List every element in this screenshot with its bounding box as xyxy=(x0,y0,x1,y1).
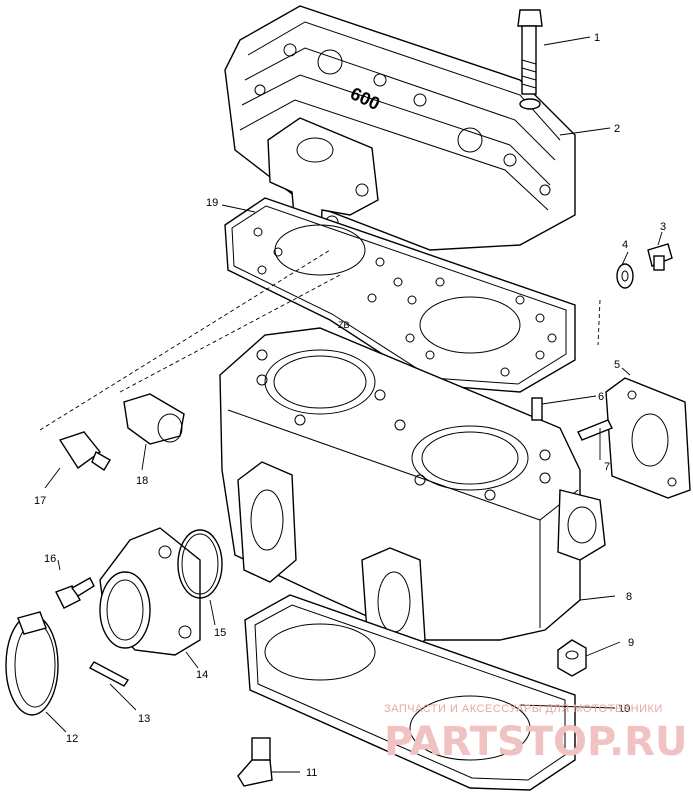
callout-2: 2 xyxy=(614,123,620,135)
callout-11: 11 xyxy=(306,767,317,779)
callout-13: 13 xyxy=(138,713,150,725)
callout-3: 3 xyxy=(660,221,666,233)
leader-lines xyxy=(39,36,663,773)
callout-12: 12 xyxy=(66,733,78,745)
thermostat xyxy=(123,393,185,445)
callout-6: 6 xyxy=(598,391,604,403)
head-gasket: ZB xyxy=(224,197,576,393)
gasket-marking: ZB xyxy=(338,320,350,330)
watermark: ЗАПЧАСТИ И АКСЕССУАРЫ ДЛЯ МОТОТЕХНИКИ PA… xyxy=(384,703,687,765)
manifold-stud xyxy=(88,661,130,687)
callout-16: 16 xyxy=(44,553,56,565)
intake-manifold xyxy=(99,527,201,656)
bleed-screw xyxy=(647,243,673,271)
exhaust-stud xyxy=(577,419,613,441)
callout-5: 5 xyxy=(614,359,620,371)
o-ring xyxy=(177,529,223,599)
callout-19: 19 xyxy=(206,197,218,209)
base-gasket xyxy=(244,594,576,791)
watermark-tagline: ЗАПЧАСТИ И АКСЕССУАРЫ ДЛЯ МОТОТЕХНИКИ xyxy=(384,703,663,715)
temperature-sensor xyxy=(58,431,111,471)
callout-10: 10 xyxy=(618,703,630,715)
sealing-washer xyxy=(616,263,634,289)
callout-1: 1 xyxy=(594,32,600,44)
watermark-logo: PARTSTOP.RU xyxy=(384,719,687,765)
callout-9: 9 xyxy=(628,637,634,649)
callout-14: 14 xyxy=(196,669,208,681)
callout-numbers: 1 2 3 4 5 6 7 8 9 10 11 12 13 14 15 16 1… xyxy=(34,32,666,779)
callout-18: 18 xyxy=(136,475,148,487)
hose-clamp xyxy=(5,611,59,716)
manifold-bolt xyxy=(55,577,95,609)
callout-7: 7 xyxy=(604,461,610,473)
callout-15: 15 xyxy=(214,627,226,639)
callout-4: 4 xyxy=(622,239,628,251)
flange-nut xyxy=(557,639,587,677)
dowel-pin xyxy=(531,397,543,421)
head-bolt xyxy=(517,9,543,110)
elbow-fitting xyxy=(237,737,273,787)
callout-17: 17 xyxy=(34,495,46,507)
callout-8: 8 xyxy=(626,591,632,603)
cylinder-block xyxy=(219,327,606,641)
exhaust-gasket xyxy=(605,377,691,499)
